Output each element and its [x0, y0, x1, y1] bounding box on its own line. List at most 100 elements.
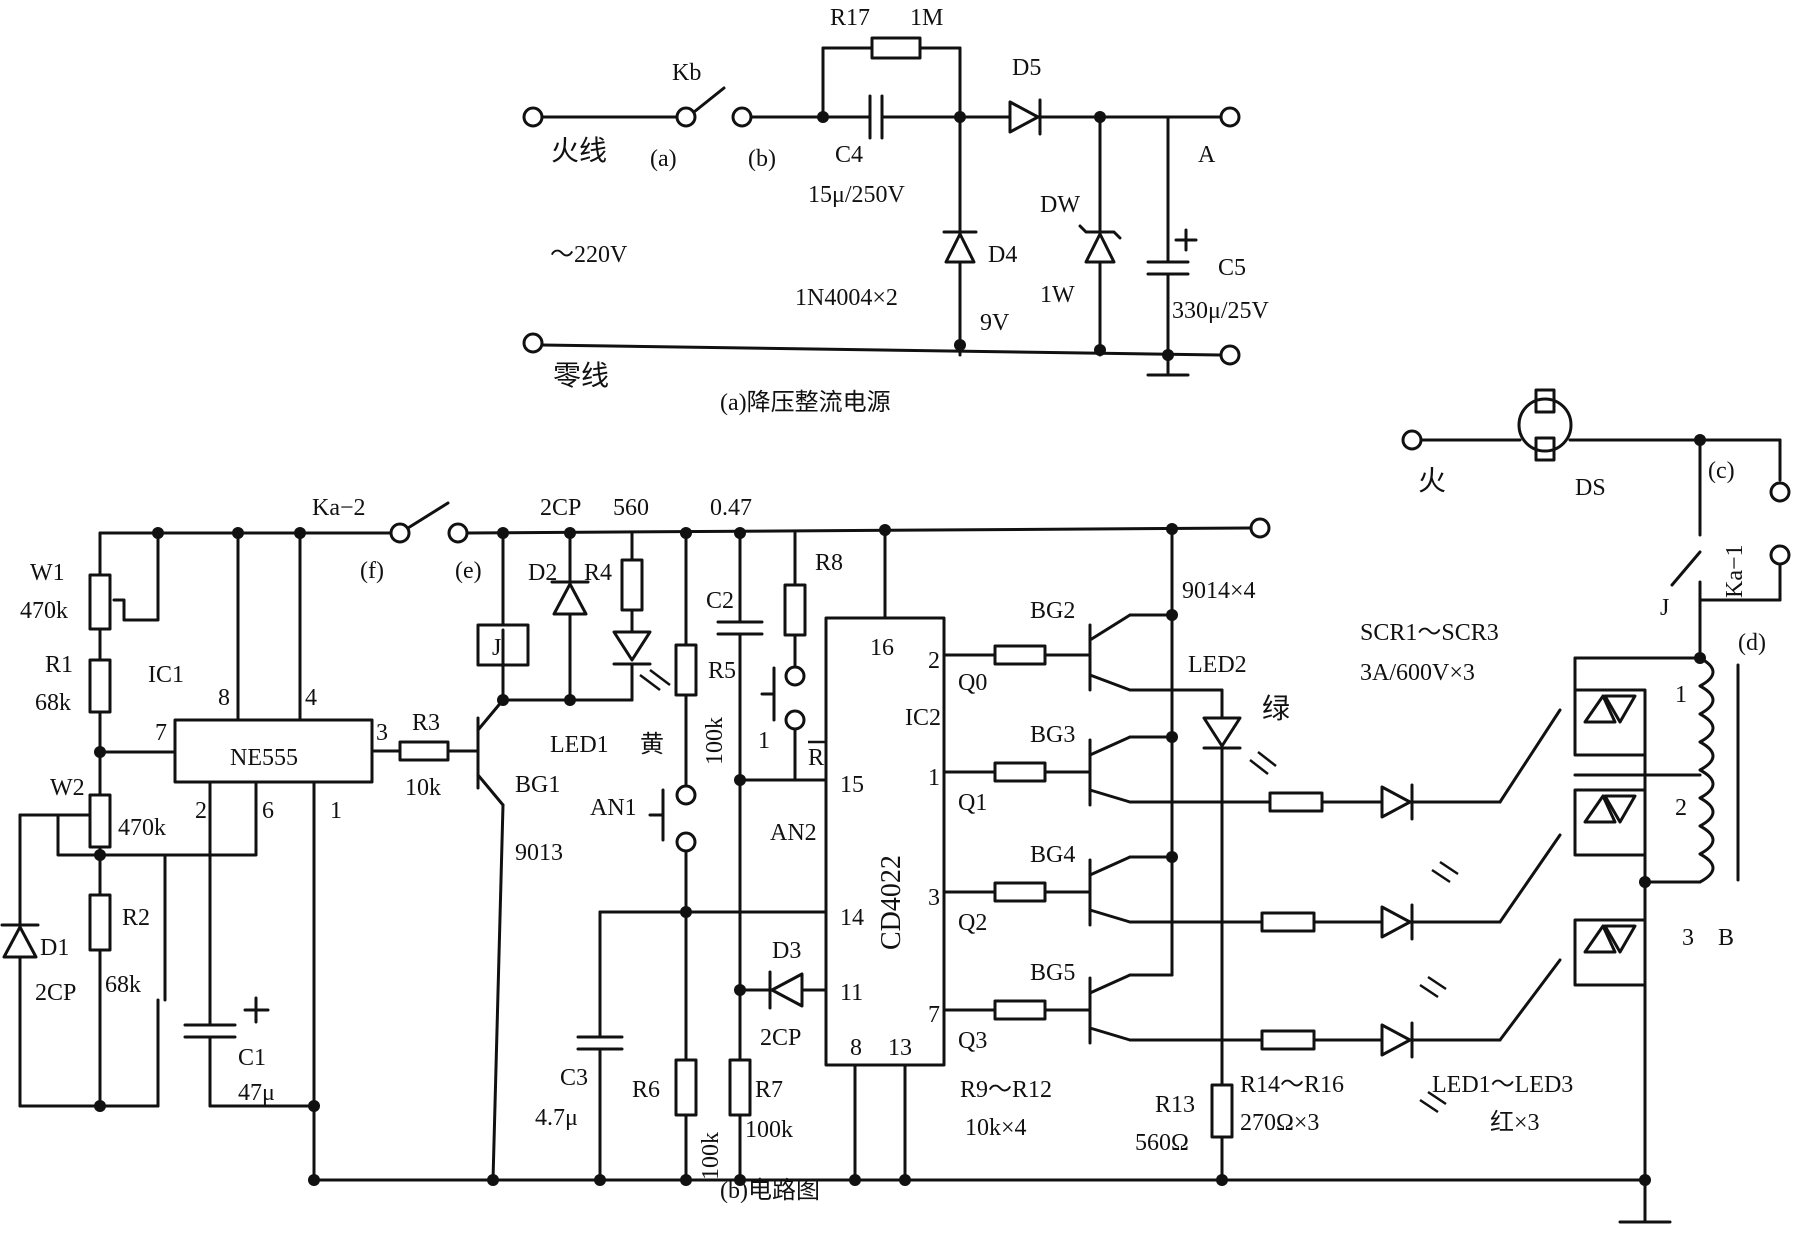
- dw-label: DW: [1040, 192, 1080, 218]
- bg5-transistor: [1088, 973, 1132, 1045]
- w1-label: W1: [30, 560, 65, 586]
- live-label: 火线: [551, 135, 607, 167]
- pin4-label: 4: [305, 685, 317, 711]
- caption-b: (b)电路图: [720, 1177, 820, 1204]
- led4-red: [1380, 905, 1412, 939]
- r13-value: 560Ω: [1135, 1130, 1189, 1156]
- r15-resistor: [1260, 911, 1316, 933]
- r11-resistor: [993, 881, 1047, 903]
- r3-value: 10k: [405, 775, 441, 801]
- d4-diode: [944, 232, 976, 264]
- d4-label: D4: [988, 242, 1017, 268]
- ka1-terminal-bottom: [1769, 544, 1791, 566]
- c2-value: 0.47: [710, 495, 752, 521]
- d1-label: D1: [40, 935, 69, 961]
- neutral-terminal: [522, 332, 544, 354]
- dw-value-9v: 9V: [980, 310, 1010, 336]
- w1-value: 470k: [20, 598, 68, 624]
- labels: 火线 (a) (b) Kb R17 1M C4 15μ/250V D5 A DW…: [20, 5, 1766, 1204]
- d5-diode: [1008, 100, 1040, 134]
- ka2-switch: [406, 501, 450, 530]
- tap1-label: 1: [1675, 682, 1687, 708]
- w1-potentiometer: [88, 573, 112, 631]
- pin11-label: 11: [840, 980, 863, 1006]
- an1-label: AN1: [590, 795, 637, 821]
- pin6-label: 6: [262, 798, 274, 824]
- pin2-label: 2: [195, 798, 207, 824]
- kb-switch: [692, 86, 726, 114]
- ka1-label: Ka−1: [1722, 544, 1748, 598]
- r10-resistor: [993, 761, 1047, 783]
- r1-resistor: [88, 658, 112, 714]
- transformer-winding: [1698, 656, 1715, 884]
- c5-value: 330μ/25V: [1172, 298, 1270, 324]
- vcc-terminal: [1249, 517, 1271, 539]
- an2-contact-top: [784, 665, 806, 687]
- r4-resistor: [620, 558, 644, 612]
- r17-label: R17: [830, 5, 870, 31]
- scr2-triac: [1573, 788, 1647, 857]
- r17-value: 1M: [910, 5, 943, 31]
- q2-label: Q2: [958, 910, 987, 936]
- c5-label: C5: [1218, 255, 1246, 281]
- d1-diode: [2, 925, 38, 959]
- led5-red: [1380, 1023, 1412, 1057]
- bg2-transistor: [1088, 613, 1132, 692]
- junctions: [94, 434, 1706, 1186]
- ic2-label: IC2: [905, 705, 941, 731]
- r3-label: R3: [412, 710, 440, 736]
- pin8-label: 8: [218, 685, 230, 711]
- tap3-label: 3: [1682, 925, 1694, 951]
- q3-label: Q3: [958, 1028, 987, 1054]
- scr-value: 3A/600V×3: [1360, 660, 1475, 686]
- q1-label: Q1: [958, 790, 987, 816]
- an1-contact-top: [675, 784, 697, 806]
- d5-label: D5: [1012, 55, 1041, 81]
- led2-green: [1202, 716, 1242, 748]
- transistor-type-label: 9014×4: [1182, 578, 1256, 604]
- pin14-label: 14: [840, 905, 864, 931]
- scr1-triac: [1573, 688, 1647, 757]
- kb-term-a-label: (a): [650, 146, 677, 172]
- an2-label: AN2: [770, 820, 817, 846]
- r1-label: R1: [45, 652, 73, 678]
- term-c-label: (c): [1708, 458, 1735, 484]
- r5-resistor: [674, 643, 698, 697]
- c3-label: C3: [560, 1065, 588, 1091]
- r5-value: 100k: [702, 717, 728, 765]
- dw-value-1w: 1W: [1040, 282, 1075, 308]
- ds-lamp: [1517, 397, 1573, 453]
- r14-resistor: [1268, 791, 1324, 813]
- leds-color: 红×3: [1490, 1109, 1540, 1136]
- pin3-label: 3: [376, 720, 388, 746]
- relay-j-contact-label: J: [1660, 595, 1669, 621]
- r2-value: 68k: [105, 972, 141, 998]
- r8-resistor: [783, 583, 807, 637]
- tap2-label: 2: [1675, 795, 1687, 821]
- r6-value: 100k: [698, 1132, 724, 1180]
- bg1-label: BG1: [515, 772, 560, 798]
- pin8-ic2-label: 8: [850, 1035, 862, 1061]
- d3-diode: [770, 972, 804, 1008]
- q0-label: Q0: [958, 670, 987, 696]
- led1-color: 黄: [640, 731, 664, 758]
- c3-value: 4.7μ: [535, 1105, 578, 1131]
- bg5-label: BG5: [1030, 960, 1075, 986]
- led2-color: 绿: [1262, 693, 1290, 725]
- load-section: [1401, 388, 1791, 1224]
- r13-resistor: [1210, 1083, 1234, 1139]
- output-a-terminal: [1219, 106, 1241, 128]
- bg2-label: BG2: [1030, 598, 1075, 624]
- c4-value: 15μ/250V: [808, 182, 906, 208]
- r9-value: 10k×4: [965, 1115, 1027, 1141]
- ka2-terminal-f: [389, 522, 411, 544]
- r6-label: R6: [632, 1077, 660, 1103]
- led1-label: LED1: [550, 732, 609, 758]
- ka2-terminal-e: [447, 522, 469, 544]
- bg4-label: BG4: [1030, 842, 1075, 868]
- pin16-label: 16: [870, 635, 894, 661]
- output-a-label: A: [1198, 142, 1216, 168]
- r6-resistor: [674, 1058, 698, 1117]
